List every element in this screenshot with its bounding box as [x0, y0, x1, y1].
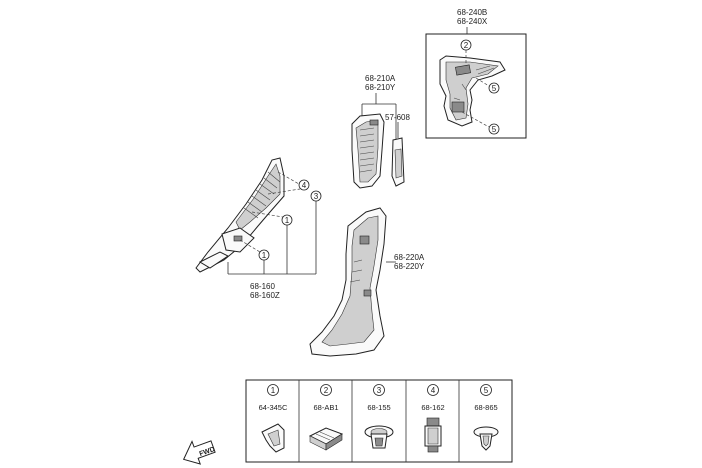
label-68-160: 68-160 — [250, 282, 275, 291]
fastener-cell-2: 2 68-AB1 — [308, 384, 344, 451]
fastener-cell-1: 1 64-345C — [259, 384, 288, 453]
detail-68-240: 68-240B 68-240X 2 5 5 — [425, 8, 527, 139]
fastener-4-part: 68-162 — [421, 403, 444, 412]
marker-3-text: 3 — [314, 192, 319, 201]
fastener-3-part: 68-155 — [367, 403, 390, 412]
fastener-1-number: 1 — [271, 386, 276, 395]
fastener-cell-3: 3 68-155 — [364, 384, 394, 449]
label-68-220y: 68-220Y — [394, 262, 425, 271]
detail-68-210: 68-210A 68-210Y 57-608 — [351, 74, 410, 189]
fastener-cell-4: 4 68-162 — [421, 384, 445, 453]
marker-5b — [488, 123, 500, 135]
label-68-160z: 68-160Z — [250, 291, 280, 300]
label-68-240b: 68-240B — [457, 8, 487, 17]
marker-1b-text: 1 — [285, 216, 290, 225]
label-68-210y: 68-210Y — [365, 83, 396, 92]
detail-box — [425, 33, 527, 139]
arrow-icon — [182, 440, 216, 465]
fastener-cell-5: 5 68-865 — [473, 384, 499, 451]
marker-2-text: 2 — [464, 41, 469, 50]
marker-1a-text: 1 — [262, 251, 267, 260]
fastener-table: 1 64-345C 2 68-AB1 3 68-155 — [245, 379, 513, 463]
fastener-5-part: 68-865 — [474, 403, 497, 412]
fastener-4-number: 4 — [431, 386, 436, 395]
fwd-arrow: FWD — [182, 440, 216, 465]
detail-68-220: 68-220A 68-220Y — [309, 207, 425, 357]
marker-5a-text: 5 — [492, 84, 497, 93]
label-68-220a: 68-220A — [394, 253, 425, 262]
plug-icon — [426, 417, 440, 427]
fastener-2-number: 2 — [324, 386, 329, 395]
fastener-2-part: 68-AB1 — [313, 403, 338, 412]
marker-5b-text: 5 — [492, 125, 497, 134]
detail-68-160: 4 3 1 1 68-160 68-160Z — [195, 157, 322, 300]
label-68-210a: 68-210A — [365, 74, 396, 83]
label-57-608: 57-608 — [385, 113, 410, 122]
fastener-3-number: 3 — [377, 386, 382, 395]
fastener-5-number: 5 — [484, 386, 489, 395]
marker-4-text: 4 — [302, 181, 307, 190]
fastener-1-part: 64-345C — [259, 403, 288, 412]
marker-4 — [298, 179, 310, 191]
label-68-240x: 68-240X — [457, 17, 488, 26]
marker-5a — [488, 82, 500, 94]
